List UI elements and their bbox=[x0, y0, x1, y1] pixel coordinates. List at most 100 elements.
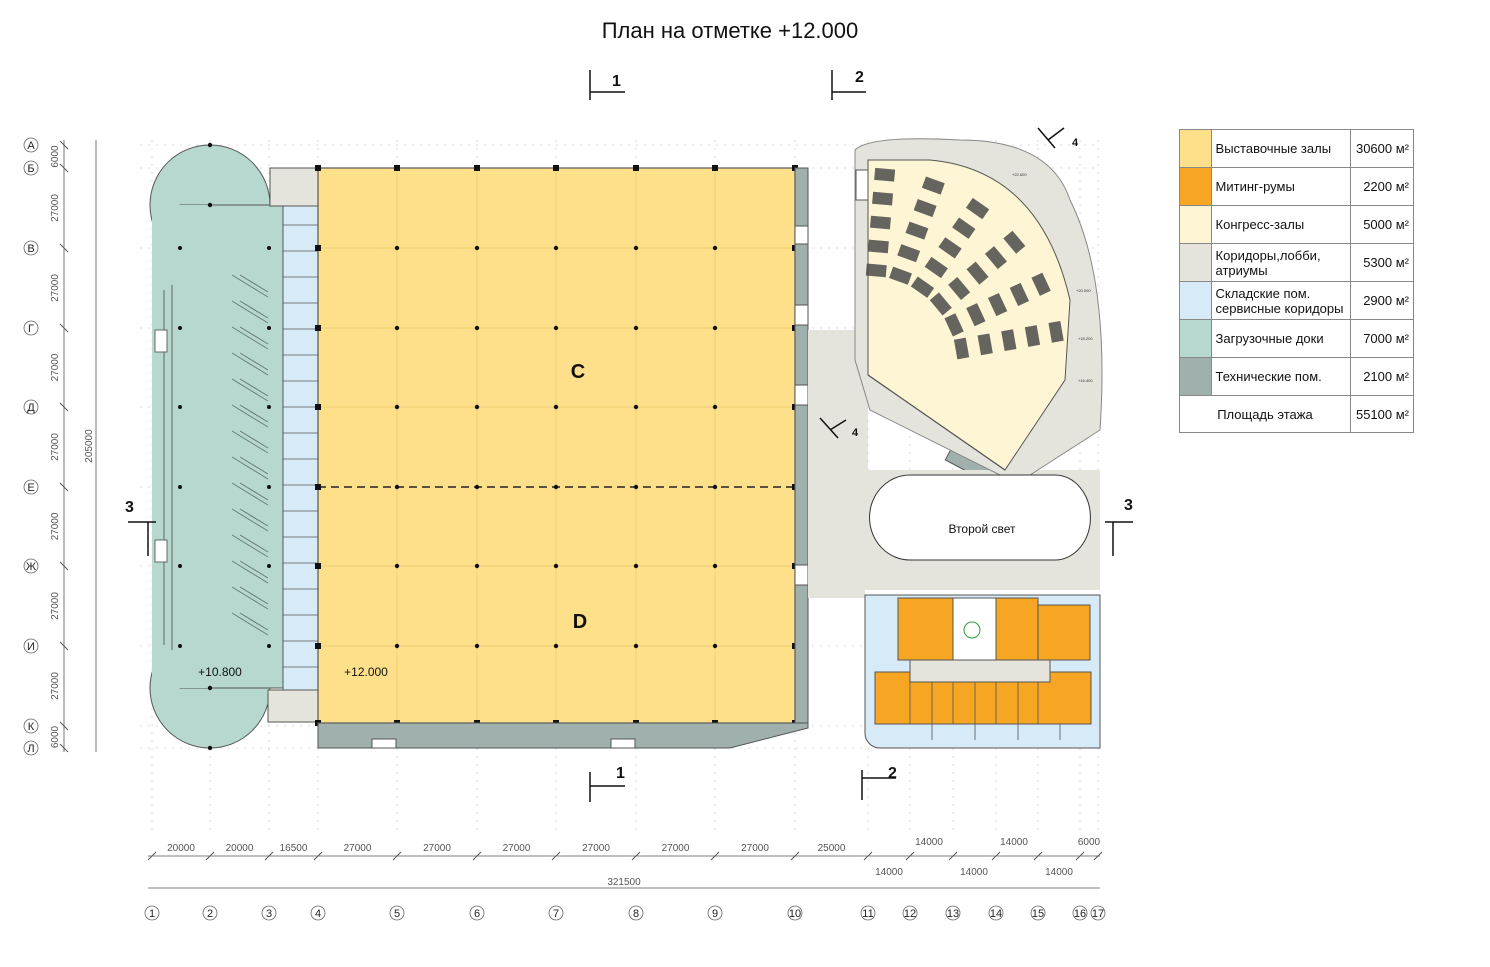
row-dimension: 6000 bbox=[50, 725, 61, 748]
col-axis-bubble bbox=[144, 905, 160, 921]
col-dimension: 27000 bbox=[662, 843, 690, 854]
col-dimension: 27000 bbox=[582, 843, 610, 854]
row-axis-bubble bbox=[23, 320, 39, 336]
legend-label: Митинг-румы bbox=[1210, 167, 1351, 206]
col-axis-label: 12 bbox=[904, 908, 916, 920]
col-dimension-lower: 14000 bbox=[1045, 867, 1073, 878]
plan-title: План на отметке +12.000 bbox=[601, 18, 859, 43]
row-axis-bubble bbox=[23, 137, 39, 153]
col-dimension: 20000 bbox=[167, 843, 195, 854]
col-axis-bubble bbox=[860, 905, 876, 921]
legend-value: 2900 м² bbox=[1349, 281, 1415, 320]
col-axis-bubble bbox=[902, 905, 918, 921]
section-label: 1 bbox=[612, 73, 621, 90]
row-axis-label: И bbox=[27, 641, 35, 653]
row-axis-bubble bbox=[23, 240, 39, 256]
congress-hall bbox=[855, 159, 1071, 471]
section-cut-mark bbox=[128, 521, 156, 556]
col-axis-label: 8 bbox=[633, 908, 639, 920]
section-label: 2 bbox=[855, 69, 864, 86]
legend-label: Складские пом. сервисные коридоры bbox=[1210, 281, 1351, 320]
legend-swatch bbox=[1179, 129, 1212, 168]
row-axis-label: Д bbox=[27, 402, 35, 414]
row-axis-label: Г bbox=[28, 323, 34, 335]
col-dimension-upper: 6000 bbox=[1078, 837, 1101, 848]
col-dimension: 27000 bbox=[741, 843, 769, 854]
col-axis-label: 10 bbox=[789, 908, 801, 920]
col-axis-label: 17 bbox=[1092, 908, 1104, 920]
col-axis-label: 4 bbox=[315, 908, 321, 920]
col-axis-bubble bbox=[707, 905, 723, 921]
row-total-dimension: 205000 bbox=[84, 429, 95, 463]
col-axis-bubble bbox=[1090, 905, 1106, 921]
row-dimension: 27000 bbox=[50, 512, 61, 540]
legend-swatch bbox=[1179, 167, 1212, 206]
legend-value: 2100 м² bbox=[1349, 357, 1415, 396]
col-axis-bubble bbox=[988, 905, 1004, 921]
legend-value: 2200 м² bbox=[1349, 167, 1415, 206]
row-axis-bubble bbox=[23, 558, 39, 574]
section-label: 3 bbox=[125, 499, 134, 516]
col-axis-bubble bbox=[202, 905, 218, 921]
legend-row: Технические пом.2100 м² bbox=[1179, 357, 1415, 396]
col-total-dimension: 321500 bbox=[607, 877, 641, 888]
col-axis-label: 11 bbox=[862, 908, 873, 920]
row-axis-label: А bbox=[27, 140, 35, 152]
section-cut-mark bbox=[861, 770, 896, 800]
section-label: 4 bbox=[1072, 137, 1079, 149]
col-axis-label: 9 bbox=[712, 908, 718, 920]
legend-value: 5000 м² bbox=[1349, 205, 1415, 244]
col-axis-bubble bbox=[310, 905, 326, 921]
row-dimension: 27000 bbox=[50, 672, 61, 700]
auditorium-level: +20.000 bbox=[1076, 288, 1091, 293]
col-axis-bubble bbox=[1072, 905, 1088, 921]
hall-c-label: C bbox=[571, 361, 585, 383]
row-dimension: 6000 bbox=[50, 145, 61, 168]
section-cut-mark bbox=[819, 417, 847, 439]
col-axis-label: 2 bbox=[207, 908, 213, 920]
row-axis-label: Л bbox=[27, 743, 34, 755]
col-axis-bubble bbox=[1030, 905, 1046, 921]
col-axis-bubble bbox=[787, 905, 803, 921]
col-dimension: 25000 bbox=[818, 843, 846, 854]
col-axis-label: 14 bbox=[990, 908, 1002, 920]
row-axis-bubble bbox=[23, 740, 39, 756]
section-label: 4 bbox=[852, 427, 859, 439]
row-axis-bubble bbox=[23, 160, 39, 176]
row-axis-bubble bbox=[23, 399, 39, 415]
row-axis-label: В bbox=[27, 243, 34, 255]
total-value: 55100 м² bbox=[1349, 395, 1415, 433]
loading-dock-area bbox=[149, 144, 284, 749]
legend-value: 5300 м² bbox=[1349, 243, 1415, 282]
col-axis-label: 1 bbox=[149, 908, 155, 920]
legend-swatch bbox=[1179, 319, 1212, 358]
col-axis-label: 13 bbox=[947, 908, 959, 920]
legend-label: Конгресс-залы bbox=[1210, 205, 1351, 244]
storage-corridor bbox=[267, 167, 319, 723]
second-light-void bbox=[869, 474, 1091, 561]
meeting-block bbox=[864, 594, 1101, 749]
auditorium-level: +16.400 bbox=[1078, 378, 1093, 383]
row-axis-label: Б bbox=[27, 163, 34, 175]
col-axis-bubble bbox=[261, 905, 277, 921]
legend-value: 30600 м² bbox=[1349, 129, 1415, 168]
col-axis-bubble bbox=[945, 905, 961, 921]
col-axis-bubble bbox=[548, 905, 564, 921]
row-axis-label: Ж bbox=[26, 561, 36, 573]
col-axis-bubble bbox=[389, 905, 405, 921]
col-axis-label: 16 bbox=[1074, 908, 1086, 920]
row-dimension: 27000 bbox=[50, 274, 61, 302]
col-axis-label: 3 bbox=[266, 908, 272, 920]
col-axis-label: 5 bbox=[394, 908, 400, 920]
col-dimension: 27000 bbox=[503, 843, 531, 854]
hall-level-label: +12.000 bbox=[344, 665, 388, 679]
row-dimension: 27000 bbox=[50, 353, 61, 381]
col-axis-label: 15 bbox=[1032, 908, 1044, 920]
hall-d-label: D bbox=[573, 611, 587, 633]
